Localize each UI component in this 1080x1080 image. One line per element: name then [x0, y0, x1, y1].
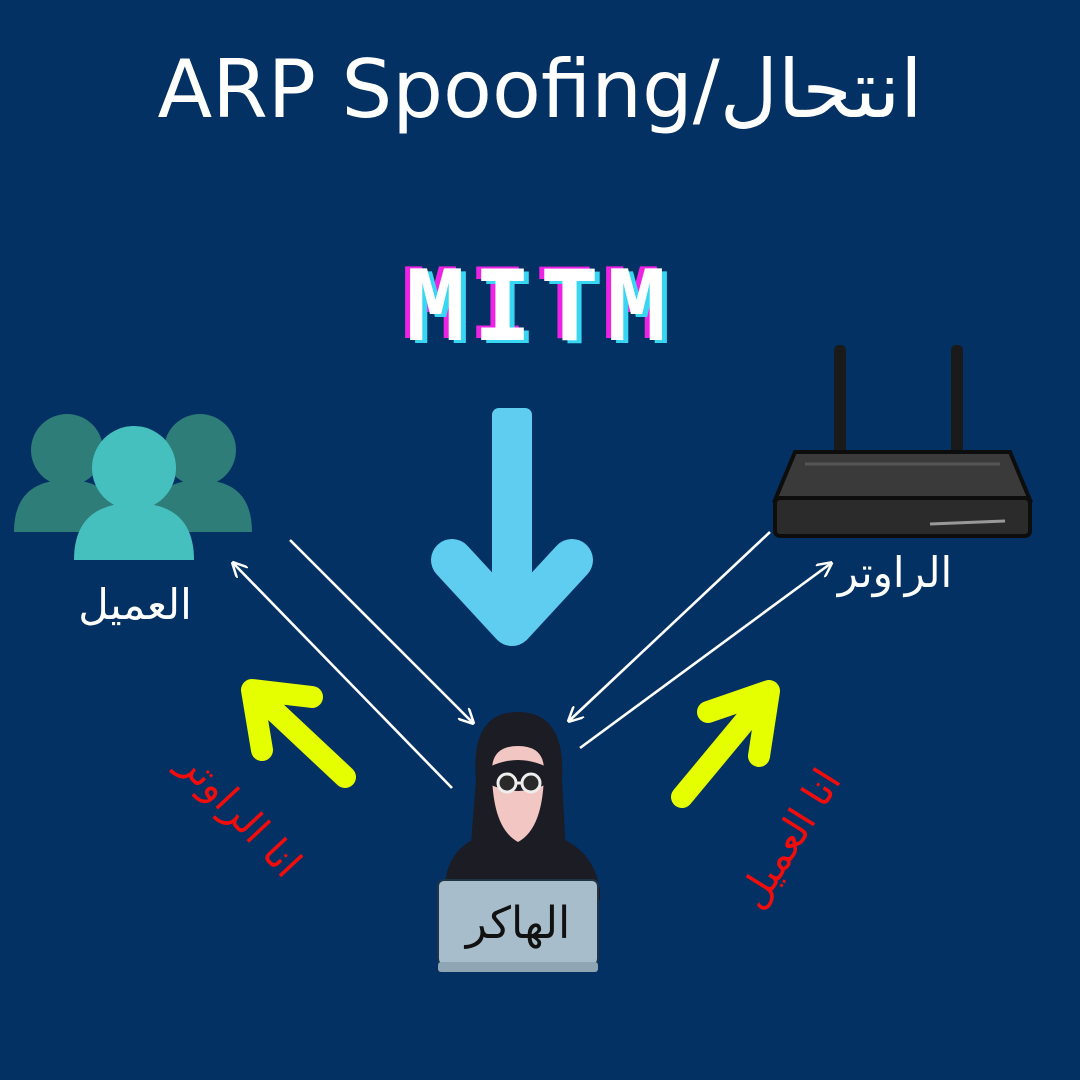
- arrow-up-icon: [241, 679, 356, 788]
- router-icon: [772, 345, 1033, 538]
- connector-arrows: [234, 531, 830, 789]
- hacker-to-router-arrow: [579, 564, 830, 750]
- arrow-down-icon: [431, 408, 593, 646]
- client-label: العميل: [78, 580, 192, 629]
- client-to-hacker-arrow: [289, 539, 472, 722]
- mitm-badge-magenta-layer: MITM: [400, 248, 669, 362]
- arrow-up-icon: [671, 680, 780, 808]
- router-label: الراوتر: [837, 548, 953, 597]
- page-title: ARP Spoofing/انتحال: [157, 43, 923, 136]
- mitm-badge: MITM: [405, 250, 674, 364]
- mitm-badge-cyan-layer: MITM: [410, 253, 679, 367]
- users-icon: [14, 414, 252, 560]
- hacker-label: الهاكر: [465, 898, 571, 949]
- hacker-to-client-arrow: [234, 564, 453, 789]
- router-to-hacker-arrow: [570, 531, 771, 720]
- hacker-icon: [437, 712, 600, 972]
